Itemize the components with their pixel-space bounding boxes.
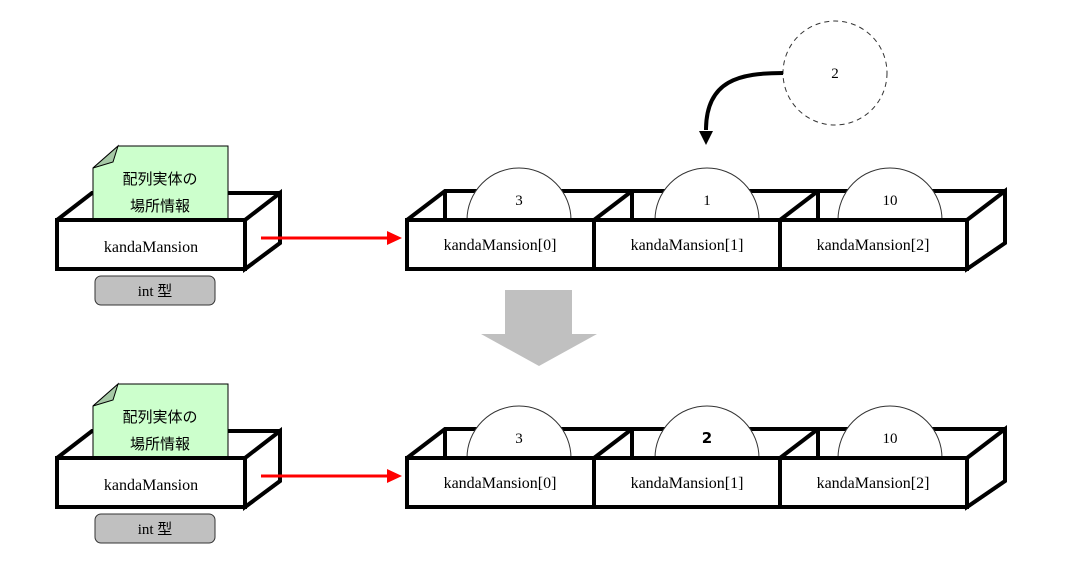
incoming-value-text: 2 bbox=[831, 66, 839, 82]
variable-box-side bbox=[243, 188, 282, 273]
array-element-0: kandaMansion[0] bbox=[405, 218, 596, 271]
array-container: 3 1 10 kandaMansion[0] bbox=[405, 167, 1007, 273]
note-fold bbox=[92, 382, 120, 407]
array-top-divider bbox=[778, 427, 820, 460]
variable-box-front bbox=[55, 218, 247, 271]
variable-box-side bbox=[243, 426, 282, 511]
variable-box: 配列実体の 場所情報 kandaMansion bbox=[55, 144, 282, 273]
array-element-1-value: 1 bbox=[632, 167, 818, 221]
note-fold bbox=[92, 144, 120, 169]
note-text-line2: 場所情報 bbox=[130, 435, 190, 453]
element-label: kandaMansion[0] bbox=[444, 475, 557, 492]
variable-box-front bbox=[55, 456, 247, 509]
note-text-line2: 場所情報 bbox=[130, 197, 190, 215]
array-element-1-value: 2 bbox=[632, 405, 818, 459]
element-label: kandaMansion[1] bbox=[631, 475, 744, 492]
variable-name: kandaMansion bbox=[104, 477, 198, 494]
note-text-line1: 配列実体の bbox=[122, 408, 197, 426]
note-card: 配列実体の 場所情報 bbox=[92, 144, 229, 223]
value-text: 3 bbox=[515, 431, 523, 447]
array-element-2: kandaMansion[2] bbox=[778, 218, 969, 271]
value-text: 10 bbox=[883, 193, 898, 209]
array-element-0: kandaMansion[0] bbox=[405, 456, 596, 509]
element-label: kandaMansion[0] bbox=[444, 237, 557, 254]
array-top-divider bbox=[592, 189, 634, 222]
element-label: kandaMansion[2] bbox=[817, 475, 930, 492]
assignment-arrow bbox=[699, 71, 784, 145]
array-side-face bbox=[965, 186, 1007, 273]
array-element-1: kandaMansion[1] bbox=[592, 456, 782, 509]
reference-arrow bbox=[261, 469, 402, 483]
array-top-divider bbox=[592, 427, 634, 460]
variable-box: 配列実体の 場所情報 kandaMansion bbox=[55, 382, 282, 511]
value-text: 1 bbox=[703, 193, 711, 209]
array-element-0-value: 3 bbox=[445, 167, 632, 221]
assignment-arrowhead bbox=[699, 131, 713, 145]
after-state: 配列実体の 場所情報 kandaMansion int 型 bbox=[55, 382, 1007, 544]
value-text-highlighted: 2 bbox=[702, 429, 712, 447]
down-arrow-shape bbox=[481, 290, 597, 366]
value-text: 10 bbox=[883, 431, 898, 447]
transition-down-arrow bbox=[481, 290, 597, 366]
array-element-0-value: 3 bbox=[445, 405, 632, 459]
element-label: kandaMansion[1] bbox=[631, 237, 744, 254]
type-label: int 型 bbox=[138, 521, 173, 538]
array-side-face bbox=[965, 424, 1007, 511]
variable-name: kandaMansion bbox=[104, 239, 198, 256]
array-element-2: kandaMansion[2] bbox=[778, 456, 969, 509]
before-state: 配列実体の 場所情報 kandaMansion int 型 bbox=[55, 20, 1007, 306]
type-badge: int 型 bbox=[94, 275, 216, 306]
array-element-2-value: 10 bbox=[818, 405, 1005, 459]
reference-arrowhead bbox=[387, 469, 402, 483]
array-top-divider bbox=[778, 189, 820, 222]
value-text: 3 bbox=[515, 193, 523, 209]
array-element-2-value: 10 bbox=[818, 167, 1005, 221]
reference-arrowhead bbox=[387, 231, 402, 245]
array-element-1: kandaMansion[1] bbox=[592, 218, 782, 271]
type-badge: int 型 bbox=[94, 513, 216, 544]
assignment-arrow-curve bbox=[704, 71, 784, 131]
type-label: int 型 bbox=[138, 283, 173, 300]
element-label: kandaMansion[2] bbox=[817, 237, 930, 254]
reference-arrow bbox=[261, 231, 402, 245]
note-card: 配列実体の 場所情報 bbox=[92, 382, 229, 461]
incoming-value: 2 bbox=[782, 20, 888, 126]
array-container: 3 2 10 kandaMansion[0] kandaMan bbox=[405, 405, 1007, 511]
note-text-line1: 配列実体の bbox=[122, 170, 197, 188]
